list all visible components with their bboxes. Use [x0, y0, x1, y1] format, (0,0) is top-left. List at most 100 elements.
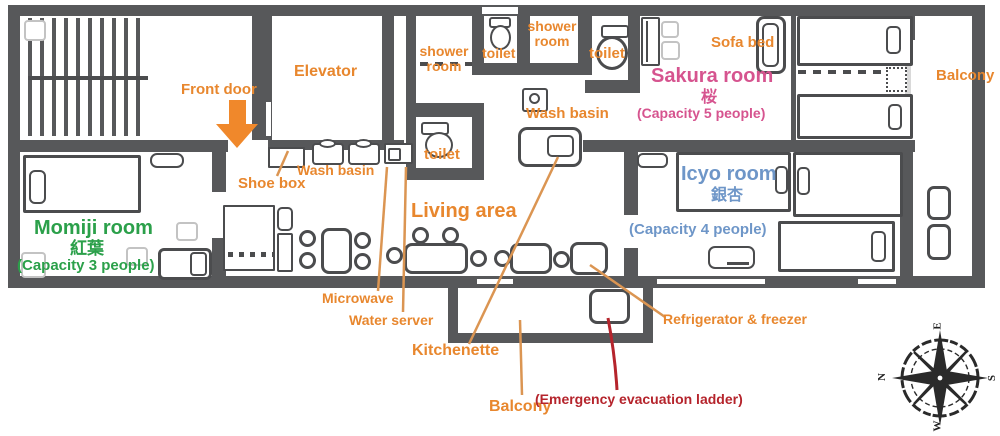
wall-left — [8, 5, 20, 288]
wash-basin-faucet-1 — [319, 139, 336, 148]
elevator-label: Elevator — [294, 63, 358, 80]
stair-landing — [24, 20, 46, 41]
wall-toilet1-right — [517, 5, 530, 70]
bottom-door-slot-1 — [477, 279, 513, 284]
bed-icyo-1-pillow — [775, 166, 788, 194]
microwave-unit-inner — [388, 148, 401, 161]
table-1 — [321, 228, 352, 274]
bed-icyo-3-pillow — [871, 231, 886, 262]
sakura-room-kanji: 桜 — [701, 89, 718, 106]
icyo-nightstand — [708, 246, 755, 269]
bed-icyo-2-pillow — [797, 167, 810, 195]
wall-sakura-bunk — [791, 14, 796, 140]
water-server-label: Water server — [349, 312, 434, 328]
table-2 — [404, 243, 468, 274]
top-wall-gap — [482, 7, 518, 14]
wash-basin-faucet-2 — [355, 139, 372, 148]
wash-basin-center-label: Wash basin — [526, 105, 609, 122]
wall-shower2-bottom — [517, 63, 592, 75]
sakura-door-swing-2 — [661, 41, 680, 60]
compass-east-label: E — [931, 322, 944, 330]
toilet-1-label: toilet — [482, 45, 516, 61]
wall-shower2-toilet2 — [578, 16, 592, 75]
wall-toilet2-bottom — [585, 80, 640, 93]
wall-sakura-left — [628, 5, 640, 93]
momiji-door-swing-3 — [21, 252, 46, 278]
toilet1-bowl — [490, 25, 511, 50]
momiji-room-kanji: 紅葉 — [70, 239, 104, 258]
bottom-door-slot-2 — [657, 279, 765, 284]
shower1-door-dashes — [420, 62, 472, 66]
wall-toiletmid-bottom — [406, 168, 484, 180]
chair — [553, 251, 570, 268]
emergency-ladder-label: (Emergency evacuation ladder) — [535, 391, 743, 407]
bottom-door-slot-3 — [858, 279, 896, 284]
compass-rose — [892, 330, 988, 426]
sakura-door-swing-1 — [661, 21, 679, 38]
toilet2-bowl — [596, 36, 628, 70]
bed-icyo-1 — [676, 152, 791, 212]
bed-icyo-3 — [778, 221, 895, 272]
chair — [442, 227, 459, 244]
balcony-unit-1 — [927, 186, 951, 220]
chair — [299, 252, 316, 269]
sofa-bed-cushion — [762, 23, 779, 67]
wash-basin-hall-label: Wash basin — [297, 162, 375, 178]
wall-hall-top-a — [20, 140, 228, 152]
sakura-room-name: Sakura room — [651, 65, 774, 87]
sakura-desk — [641, 17, 660, 66]
toilet-mid-label: toilet — [424, 146, 460, 163]
table-3 — [510, 243, 552, 274]
wall-momiji-right-a — [212, 150, 226, 192]
momiji-door-swing-2 — [126, 247, 148, 266]
bed-icyo-2 — [793, 152, 903, 217]
compass-west-label: W — [931, 420, 944, 432]
chair — [299, 230, 316, 247]
bed-divider-dashes — [798, 70, 888, 74]
elevator-door-gap — [266, 102, 271, 136]
sofa-bed-label: Sofa bed — [711, 34, 775, 51]
icyo-room-kanji: 銀杏 — [711, 187, 744, 204]
bed-bunk-top-pillow — [886, 26, 901, 54]
chair — [494, 250, 511, 267]
balcony-right-label: Balcony — [936, 67, 995, 84]
momiji-room-capacity: (Capacity 3 people) — [17, 257, 155, 274]
wall-living-icyo-a — [624, 152, 638, 215]
momiji-door-swing-1 — [176, 222, 198, 241]
wall-balcony-inner-b — [900, 152, 913, 276]
wall-living-icyo-b — [624, 248, 638, 278]
momiji-desk-inner — [190, 252, 207, 276]
wall-balcony-box-left — [448, 283, 458, 343]
icyo-nightstand-line — [727, 262, 749, 265]
bed-bunk-bottom-pillow — [888, 104, 902, 130]
chair — [354, 253, 371, 270]
chair — [386, 247, 403, 264]
momiji-shelf — [150, 153, 184, 168]
sakura-room-capacity: (Capacity 5 people) — [637, 105, 766, 121]
wall-momiji-right-b — [212, 238, 226, 278]
wall-toiletroom-left — [406, 16, 416, 180]
chair — [470, 250, 487, 267]
balcony-bottom-label: Balcony — [489, 398, 552, 415]
compass-north-label: N — [875, 373, 888, 381]
microwave-label: Microwave — [322, 290, 394, 306]
hall-closet-dots — [228, 252, 273, 257]
front-door-label: Front door — [181, 81, 257, 98]
sakura-desk-line — [646, 21, 648, 62]
wash-basin-center-bowl — [529, 93, 540, 104]
shower-room-2-label: shower room — [527, 18, 577, 50]
refrigerator — [570, 242, 608, 275]
refrigerator-label: Refrigerator & freezer — [663, 311, 807, 327]
chair — [412, 227, 429, 244]
toilet-mid-bowl — [425, 132, 453, 158]
balcony-door-upper — [905, 42, 911, 138]
evacuation-hatch — [589, 289, 630, 324]
stair-rail — [28, 76, 148, 80]
wall-right-outer — [972, 5, 985, 288]
icyo-cushion — [637, 153, 668, 168]
kitchenette-sink — [547, 135, 574, 157]
shoe-box-label: Shoe box — [238, 175, 306, 192]
shower-room-1-label: shower room — [419, 43, 469, 75]
bed-ladder-dotted — [886, 67, 907, 92]
